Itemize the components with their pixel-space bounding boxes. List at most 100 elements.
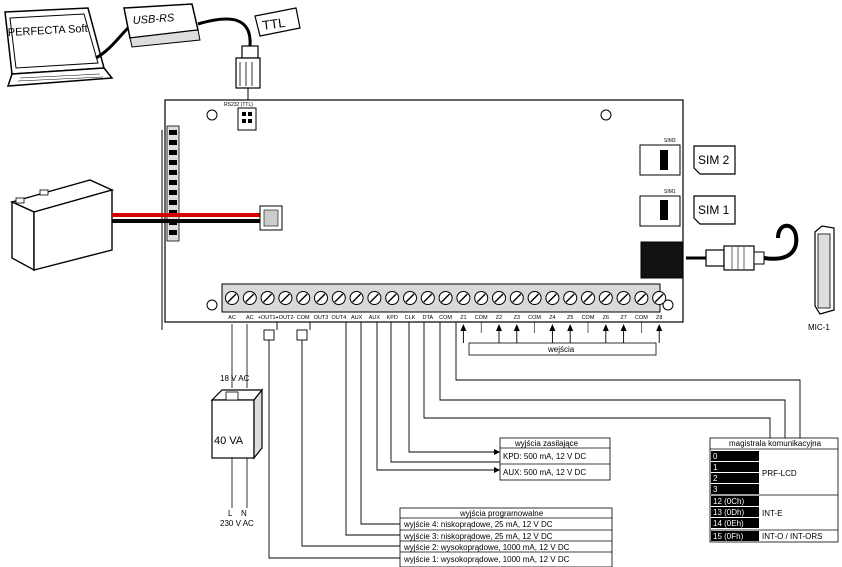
usb-cable	[95, 26, 130, 60]
terminal-label: Z2	[496, 315, 502, 321]
terminal-screw	[420, 291, 435, 305]
input-arrow	[602, 324, 609, 343]
bus-address-cell: 15 (0Fh)	[711, 531, 759, 541]
edge-connector	[166, 125, 180, 242]
input-arrow	[620, 324, 627, 343]
usb-rs-converter: USB-RS	[123, 3, 201, 48]
sim2-card-label: SIM 2	[698, 153, 730, 167]
edge-pin	[169, 170, 177, 175]
terminal-label: Z1	[460, 315, 466, 321]
transformer-primary-terminals: L N	[228, 509, 247, 518]
inputs-box	[468, 342, 657, 356]
edge-pin	[169, 130, 177, 135]
terminal-screw	[296, 291, 311, 305]
terminal-screw	[403, 291, 417, 305]
mounting-hole	[206, 299, 218, 311]
ttl-cable	[197, 17, 252, 47]
programmable-outputs-title: wyjścia programowalne	[459, 509, 544, 518]
power-outputs-title: wyjścia zasilające	[514, 439, 579, 448]
terminal-label: COM	[528, 315, 541, 321]
terminal-label: DTA	[423, 315, 434, 321]
input-arrow	[496, 324, 502, 343]
programmable-outputs-box: wyjścia programowalne wyjście 4: niskopr…	[399, 507, 613, 567]
terminal-screw	[616, 291, 631, 305]
edge-pin	[169, 210, 177, 215]
power-outputs-box: wyjścia zasilające KPD: 500 mA, 12 V DC …	[499, 437, 611, 481]
microphone-socket	[640, 241, 684, 279]
terminal-screw	[581, 291, 595, 305]
programmable-output-3: wyjście 3: niskoprądowe, 25 mA, 12 V DC	[403, 532, 553, 541]
terminal-screw	[260, 291, 275, 305]
inputs-box-label: wejścia	[547, 345, 575, 354]
edge-pin	[169, 190, 177, 195]
power-output-kpd: KPD: 500 mA, 12 V DC	[503, 452, 586, 461]
bus-title: magistrala komunikacyjna	[729, 439, 822, 448]
bus-address-cell: 1	[711, 462, 759, 472]
terminal-screw	[314, 291, 328, 305]
terminal-screw	[545, 291, 560, 305]
input-arrow	[460, 324, 467, 343]
rs232-label: RS232 (TTL)	[224, 102, 253, 108]
mic1-device: MIC-1	[808, 225, 835, 332]
edge-pin	[169, 140, 177, 145]
bus-address-label: 0	[713, 452, 718, 461]
programmable-output-1: wyjście 1: wysokoprądowe, 1000 mA, 12 V …	[403, 555, 570, 564]
terminal-label: AUX	[351, 315, 363, 321]
terminal-label: KPD	[387, 315, 398, 321]
terminal-label: +OUT1-	[258, 315, 278, 321]
terminal-label: Z7	[620, 315, 626, 321]
battery	[9, 179, 115, 272]
terminal-label: COM	[297, 315, 310, 321]
bus-address-label: 14 (0Eh)	[713, 519, 744, 528]
input-arrows	[460, 322, 663, 343]
microphone-cable	[763, 223, 799, 261]
terminal-screw	[438, 291, 453, 305]
sim1-slot: SIM1	[639, 189, 681, 227]
bus-address-label: 2	[713, 474, 718, 483]
mic1-label: MIC-1	[808, 323, 830, 332]
sim1-card-label: SIM 1	[698, 203, 730, 217]
input-arrow	[549, 324, 556, 343]
terminal-label: COM	[582, 315, 595, 321]
edge-pin	[169, 150, 177, 155]
sim2-slot: SIM2	[639, 138, 681, 176]
terminal-screw	[349, 291, 364, 305]
edge-pin	[169, 160, 177, 165]
terminal-screw	[367, 291, 382, 305]
terminal-label: Z3	[514, 315, 520, 321]
terminal-label: Z6	[603, 315, 609, 321]
terminal-screw	[652, 291, 667, 305]
transformer: 40 VA	[210, 388, 264, 460]
terminal-label: Z5	[567, 315, 573, 321]
programmable-output-2: wyjście 2: wysokoprądowe, 1000 mA, 12 V …	[403, 543, 570, 552]
bus-address-cell: 12 (0Ch)	[711, 496, 759, 506]
terminal-screw	[474, 291, 489, 305]
ttl-tag-label: TTL	[261, 15, 286, 33]
bus-address-label: 1	[713, 463, 718, 472]
bus-group-prf-lcd: PRF-LCD	[762, 469, 797, 478]
rs232-socket	[237, 107, 257, 131]
bus-address-cell: 2	[711, 473, 759, 483]
terminal-screw	[278, 291, 293, 305]
programmable-output-4: wyjście 4: niskoprądowe, 25 mA, 12 V DC	[403, 520, 553, 529]
terminal-screw	[225, 291, 239, 305]
sim2-card: SIM 2	[693, 145, 736, 175]
laptop-label: PERFECTA Soft	[8, 23, 88, 39]
bus-address-cell: 14 (0Eh)	[711, 518, 759, 528]
ttl-plug	[235, 45, 261, 102]
mounting-hole	[662, 299, 674, 311]
jack-plug	[686, 245, 765, 271]
power-output-aux: AUX: 500 mA, 12 V DC	[503, 468, 586, 477]
terminal-label: COM	[475, 315, 488, 321]
input-arrow	[656, 324, 663, 343]
input-arrow	[567, 324, 574, 343]
terminal-screw	[598, 291, 613, 305]
terminal-label: AC	[228, 315, 236, 321]
bus-address-label: 3	[713, 485, 718, 494]
bus-address-cell: 3	[711, 484, 759, 494]
terminal-screw	[527, 291, 542, 305]
sim2-slot-label: SIM2	[664, 138, 676, 144]
